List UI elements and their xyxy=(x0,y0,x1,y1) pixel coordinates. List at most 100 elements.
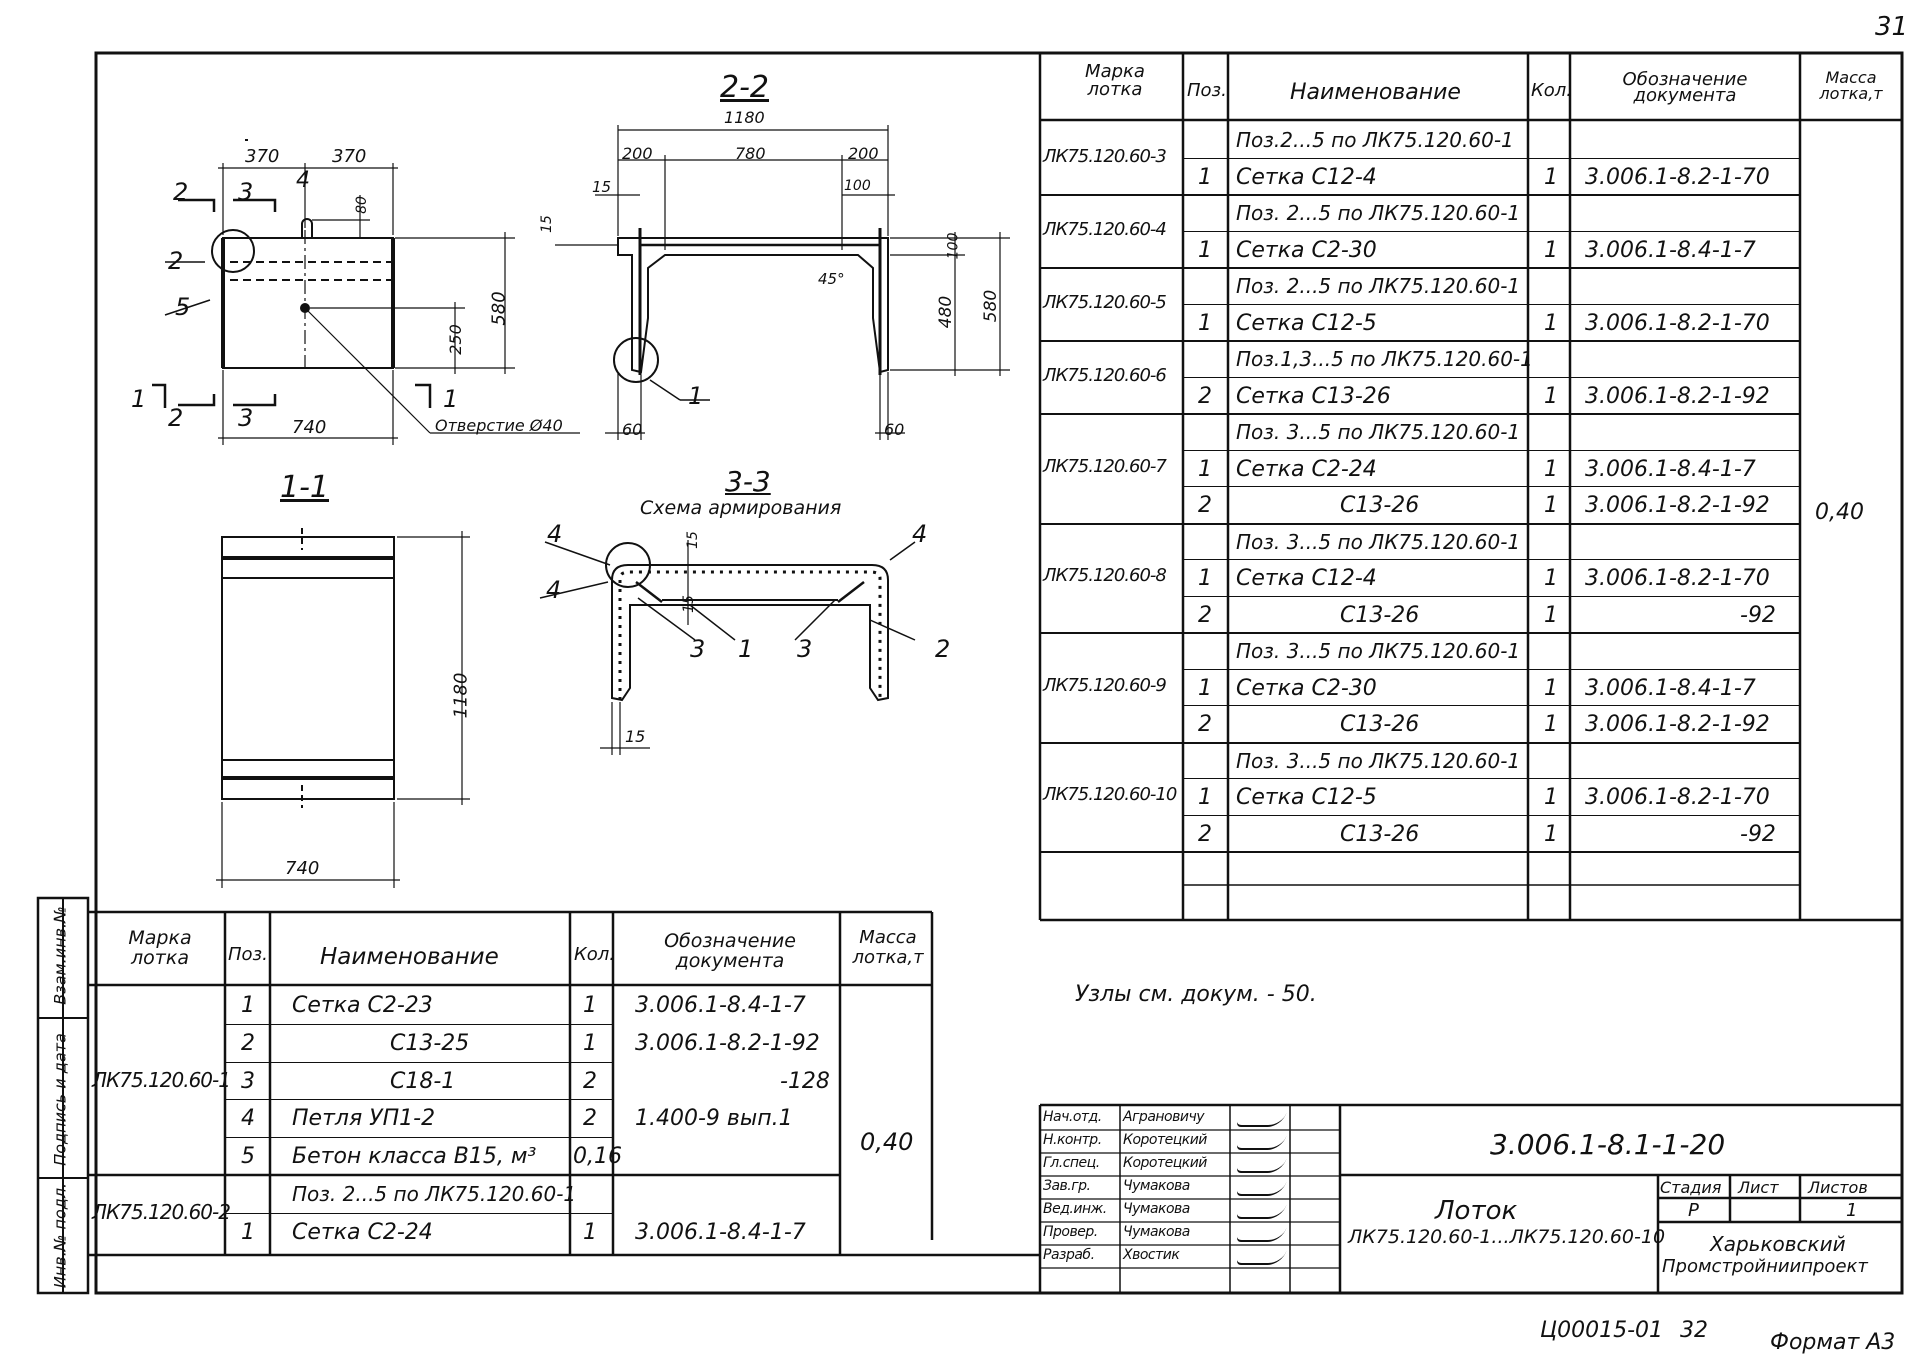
lt-row-doc: -128 xyxy=(780,1068,830,1094)
rt-header-poz: Поз. xyxy=(1187,80,1227,101)
callout-2b: 2 xyxy=(168,247,184,275)
tb-person-name: Чумакова xyxy=(1123,1201,1190,1217)
lt-group-marka: ЛК75.120.60-1 xyxy=(92,1067,231,1092)
rt-group-line xyxy=(1040,522,1800,525)
format-label: Формат А3 xyxy=(1770,1330,1896,1355)
lt-row-kol: 0,16 xyxy=(573,1144,622,1170)
rt-row-poz: 2 xyxy=(1198,383,1212,409)
rt-row-name: С13-26 xyxy=(1340,602,1420,628)
rt-row-kol: 1 xyxy=(1544,383,1558,409)
tb-person-name: Чумакова xyxy=(1123,1224,1190,1240)
dim-15b: 15 xyxy=(538,215,555,233)
tb-person-name: Коротецкий xyxy=(1123,1132,1207,1148)
rt-row-name: Поз. 2...5 по ЛК75.120.60-1 xyxy=(1236,201,1521,225)
rt-header-name: Наименование xyxy=(1290,80,1461,105)
rt-row-poz: 2 xyxy=(1198,602,1212,628)
rt-group-line xyxy=(1040,194,1800,196)
rt-row-name: Поз.2...5 по ЛК75.120.60-1 xyxy=(1236,128,1514,152)
tb-doc-code: 3.006.1-8.1-1-20 xyxy=(1490,1128,1726,1161)
callout-3: 3 xyxy=(238,178,254,206)
lt-row-doc: 3.006.1-8.4-1-7 xyxy=(635,1219,806,1245)
lt-row-poz: 5 xyxy=(241,1144,255,1170)
tb-role: Разраб. xyxy=(1043,1247,1095,1263)
dim-480: 480 xyxy=(936,295,957,329)
rt-group-line xyxy=(1040,741,1800,744)
tb-person-name: Коротецкий xyxy=(1123,1155,1207,1171)
callout-4c: 4 xyxy=(912,520,928,548)
tb-org-line1: Харьковский xyxy=(1710,1232,1846,1256)
rt-row-line xyxy=(1183,230,1800,232)
rt-row-name: Сетка С2-30 xyxy=(1236,237,1377,263)
rt-header-kol: Кол. xyxy=(1531,80,1573,101)
rt-row-name: Сетка С12-4 xyxy=(1236,164,1377,190)
lt-row-line xyxy=(225,1212,613,1214)
lt-header-mass: Масса лотка,т xyxy=(852,927,924,968)
dim-60b: 60 xyxy=(884,420,905,439)
lt-row-line xyxy=(225,1061,613,1063)
rt-row-kol: 1 xyxy=(1544,493,1558,518)
rt-row-doc: 3.006.1-8.2-1-92 xyxy=(1585,493,1770,518)
tb-sheets-header: Листов xyxy=(1808,1178,1868,1197)
rt-row-poz: 1 xyxy=(1198,566,1212,591)
rt-row-line xyxy=(1183,668,1800,670)
tb-role: Нач.отд. xyxy=(1043,1109,1102,1125)
rt-row-name: Сетка С2-30 xyxy=(1236,675,1377,701)
rt-header-mass: Масса лотка,т xyxy=(1819,68,1883,103)
callout-4a: 4 xyxy=(547,520,563,548)
callout-1: 1 xyxy=(131,385,147,413)
rt-row-kol: 1 xyxy=(1544,602,1558,628)
lt-row-name: Поз. 2...5 по ЛК75.120.60-1 xyxy=(292,1182,577,1206)
lt-row-poz: 4 xyxy=(241,1106,255,1132)
tb-product: Лоток xyxy=(1435,1196,1518,1226)
rt-row-doc: 3.006.1-8.2-1-70 xyxy=(1585,566,1770,591)
tb-stage-header: Стадия xyxy=(1660,1178,1722,1197)
rt-row-line xyxy=(1183,778,1800,779)
rt-row-poz: 1 xyxy=(1198,785,1212,810)
rt-row-kol: 1 xyxy=(1544,821,1558,847)
rt-header-marka: Марка лотка xyxy=(1085,61,1145,100)
lt-row-kol: 2 xyxy=(583,1068,597,1094)
rt-row-kol: 1 xyxy=(1544,237,1558,263)
schema-title: Схема армирования xyxy=(640,497,842,519)
rt-row-poz: 1 xyxy=(1198,675,1212,701)
lt-row-kol: 2 xyxy=(583,1106,597,1132)
callout-3b: 3 xyxy=(238,404,254,432)
rt-row-doc: 3.006.1-8.4-1-7 xyxy=(1585,675,1756,701)
lt-row-doc: 1.400-9 вып.1 xyxy=(635,1106,793,1132)
callout-2: 2 xyxy=(173,178,189,206)
tb-sheets-value: 1 xyxy=(1846,1200,1858,1221)
lt-row-poz: 2 xyxy=(241,1030,255,1056)
rt-row-name: Сетка С13-26 xyxy=(1236,383,1391,409)
rt-row-line xyxy=(1183,559,1800,560)
tb-role: Вед.инж. xyxy=(1043,1201,1107,1217)
callout-2d: 2 xyxy=(935,635,951,663)
rt-row-name: Поз. 3...5 по ЛК75.120.60-1 xyxy=(1236,639,1521,663)
bottom-code: Ц00015-01 xyxy=(1540,1318,1663,1343)
lt-row-name: Петля УП1-2 xyxy=(292,1106,436,1132)
rt-row-poz: 1 xyxy=(1198,310,1212,336)
rt-row-name: Поз. 2...5 по ЛК75.120.60-1 xyxy=(1236,274,1521,298)
rt-row-kol: 1 xyxy=(1544,785,1558,810)
side-label-inv-podl: Инв.№ подл. xyxy=(50,1182,70,1289)
lt-row-doc: 3.006.1-8.4-1-7 xyxy=(635,993,806,1018)
dim-80: 80 xyxy=(353,196,370,214)
rt-row-doc: 3.006.1-8.2-1-92 xyxy=(1585,712,1770,737)
rt-group-marka: ЛК75.120.60-10 xyxy=(1043,784,1177,806)
callout-3c: 3 xyxy=(690,635,706,663)
rt-group-marka: ЛК75.120.60-7 xyxy=(1043,455,1167,477)
rt-row-name: Поз. 3...5 по ЛК75.120.60-1 xyxy=(1236,748,1521,773)
rt-group-marka: ЛК75.120.60-9 xyxy=(1043,674,1167,696)
rt-group-marka: ЛК75.120.60-6 xyxy=(1043,364,1167,386)
dim-740: 740 xyxy=(292,417,327,438)
dim-580: 580 xyxy=(488,291,510,326)
dim-200b: 200 xyxy=(848,144,879,163)
callout-1b: 1 xyxy=(443,385,459,413)
rt-row-poz: 2 xyxy=(1198,712,1212,737)
rt-row-poz: 1 xyxy=(1198,456,1212,482)
section-1-1-drawing xyxy=(216,528,470,888)
rt-row-kol: 1 xyxy=(1544,164,1558,190)
lt-row-line xyxy=(225,1023,613,1025)
dim-15d: 15 xyxy=(680,595,697,613)
lt-mass-value: 0,40 xyxy=(860,1128,914,1156)
